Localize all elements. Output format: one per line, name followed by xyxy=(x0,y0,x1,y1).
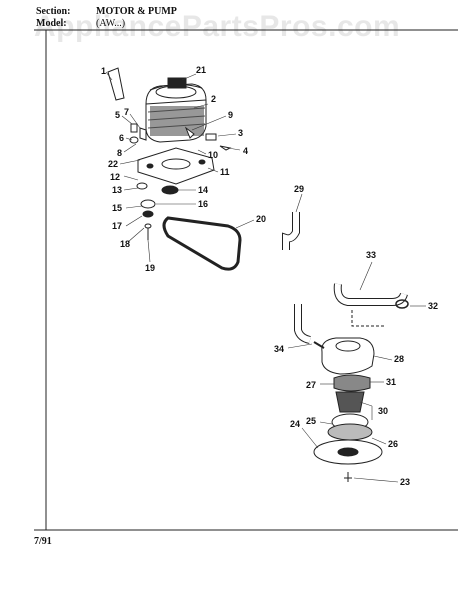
revision-date: 7/91 xyxy=(34,536,52,547)
callout-10: 10 xyxy=(208,150,218,160)
callout-13: 13 xyxy=(112,185,122,195)
callout-23: 23 xyxy=(400,477,410,487)
callout-16: 16 xyxy=(198,199,208,209)
leader-lines xyxy=(105,71,426,483)
callout-25: 25 xyxy=(306,416,316,426)
model-value: (AW...) xyxy=(96,18,126,29)
hoses xyxy=(282,212,409,344)
callout-17: 17 xyxy=(112,221,122,231)
callout-8: 8 xyxy=(117,148,122,158)
callout-22: 22 xyxy=(108,159,118,169)
callout-1: 1 xyxy=(101,66,106,76)
callout-29: 29 xyxy=(294,184,304,194)
callout-labels: 1 2 3 4 5 6 7 8 9 10 11 12 13 14 15 16 1… xyxy=(101,65,438,487)
callout-32: 32 xyxy=(428,301,438,311)
callout-27: 27 xyxy=(306,380,316,390)
callout-21: 21 xyxy=(196,65,206,75)
motor xyxy=(145,77,207,143)
drive-belt xyxy=(162,216,242,271)
callout-33: 33 xyxy=(366,250,376,260)
pump-assembly xyxy=(313,337,383,482)
section-label: Section: xyxy=(36,6,71,17)
page-frame xyxy=(34,29,458,531)
callout-11: 11 xyxy=(220,167,230,177)
callout-24: 24 xyxy=(290,419,300,429)
callout-20: 20 xyxy=(256,214,266,224)
callout-34: 34 xyxy=(274,344,284,354)
callout-12: 12 xyxy=(110,172,120,182)
mount-plate xyxy=(137,147,215,185)
callout-5: 5 xyxy=(115,110,120,120)
callout-7: 7 xyxy=(124,107,129,117)
callout-30: 30 xyxy=(378,406,388,416)
callout-31: 31 xyxy=(386,377,396,387)
callout-3: 3 xyxy=(238,128,243,138)
small-hardware xyxy=(107,67,232,240)
callout-26: 26 xyxy=(388,439,398,449)
model-label: Model: xyxy=(36,18,67,29)
callout-4: 4 xyxy=(243,146,248,156)
callout-9: 9 xyxy=(228,110,233,120)
callout-18: 18 xyxy=(120,239,130,249)
callout-14: 14 xyxy=(198,185,208,195)
callout-19: 19 xyxy=(145,263,155,273)
callout-15: 15 xyxy=(112,203,122,213)
callout-2: 2 xyxy=(211,94,216,104)
callout-6: 6 xyxy=(119,133,124,143)
callout-28: 28 xyxy=(394,354,404,364)
section-name: MOTOR & PUMP xyxy=(96,6,177,17)
